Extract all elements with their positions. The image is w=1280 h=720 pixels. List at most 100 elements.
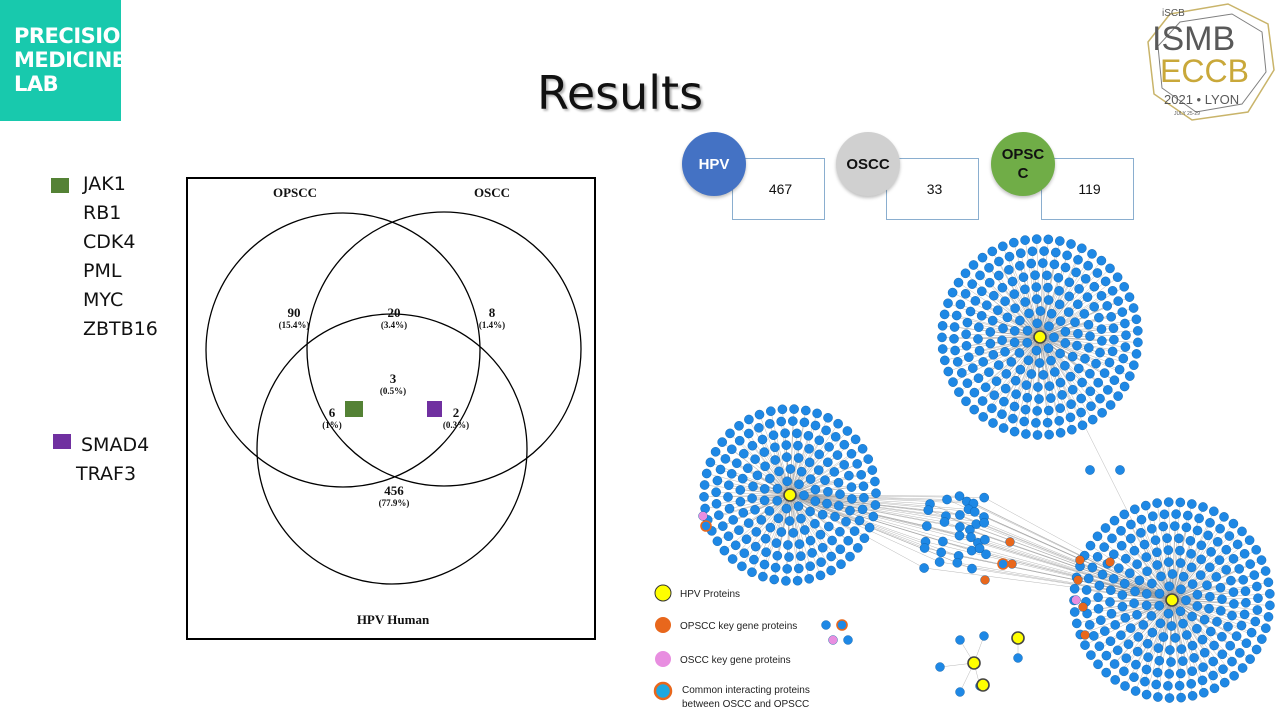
- oscc-key-protein: [1071, 595, 1081, 605]
- protein-node: [1055, 316, 1066, 326]
- protein-node: [796, 466, 807, 477]
- protein-node: [1216, 605, 1226, 616]
- protein-node: [1037, 258, 1048, 268]
- protein-node: [1217, 649, 1228, 660]
- protein-node: [943, 366, 954, 377]
- protein-node: [1132, 326, 1143, 336]
- protein-node: [1187, 690, 1198, 701]
- protein-node: [937, 321, 948, 331]
- protein-node: [846, 448, 857, 459]
- protein-node: [1085, 540, 1096, 551]
- legend-common-label-2: between OSCC and OPSCC: [682, 699, 809, 710]
- network-edge: [1126, 599, 1173, 659]
- protein-node: [1034, 394, 1044, 404]
- protein-node: [793, 440, 803, 451]
- protein-node: [981, 549, 991, 560]
- protein-node: [1165, 645, 1175, 655]
- protein-node: [1049, 332, 1059, 343]
- protein-node: [1046, 355, 1056, 366]
- protein-node: [989, 390, 1000, 400]
- protein-node: [807, 548, 817, 558]
- protein-node: [1054, 299, 1065, 310]
- protein-node: [965, 306, 976, 317]
- protein-node: [935, 662, 945, 672]
- protein-node: [812, 408, 822, 419]
- protein-node: [750, 504, 760, 515]
- protein-node: [1009, 337, 1020, 348]
- protein-node: [1114, 364, 1125, 375]
- protein-node: [942, 494, 952, 505]
- protein-node: [1205, 562, 1215, 573]
- protein-node: [822, 498, 832, 509]
- gene-label: TRAF3: [76, 463, 137, 485]
- protein-node: [1141, 552, 1152, 562]
- gene-label: JAK1: [83, 173, 126, 195]
- protein-node: [835, 544, 846, 555]
- protein-node: [710, 446, 721, 457]
- hpv-protein-node: [967, 656, 981, 670]
- protein-node: [723, 492, 733, 502]
- protein-node: [824, 442, 834, 452]
- protein-node: [1020, 235, 1030, 245]
- protein-node: [712, 536, 723, 547]
- protein-node: [1116, 630, 1126, 641]
- protein-node: [776, 416, 786, 427]
- protein-node: [804, 573, 814, 584]
- protein-node: [961, 396, 971, 407]
- protein-node: [1105, 636, 1116, 647]
- protein-node: [1130, 586, 1140, 597]
- protein-node: [1065, 371, 1076, 382]
- protein-node: [1060, 262, 1071, 273]
- protein-node: [1010, 303, 1020, 314]
- protein-node: [1170, 521, 1180, 531]
- protein-node: [991, 376, 1002, 386]
- protein-node: [1108, 549, 1119, 560]
- protein-node: [730, 540, 741, 551]
- protein-node: [1219, 677, 1230, 688]
- protein-node: [1152, 667, 1163, 678]
- protein-node: [781, 576, 791, 586]
- venn-region-pct: (15.4%): [279, 320, 310, 330]
- protein-node: [1116, 540, 1127, 551]
- oscc-key-protein: [828, 635, 838, 645]
- protein-node: [1158, 632, 1169, 642]
- protein-node: [988, 418, 998, 428]
- hpv-hub-node: [1165, 593, 1179, 607]
- protein-node: [1064, 277, 1075, 288]
- purple-legend-square: [53, 434, 71, 449]
- count-label-oscc: OSCC: [846, 155, 890, 173]
- protein-node: [962, 317, 973, 328]
- protein-node: [967, 563, 977, 574]
- protein-node: [1009, 289, 1020, 299]
- protein-node: [1031, 345, 1042, 356]
- protein-node: [1083, 319, 1094, 330]
- protein-node: [711, 487, 721, 498]
- protein-node: [1232, 539, 1243, 550]
- protein-node: [1046, 308, 1057, 319]
- protein-node: [1236, 620, 1247, 631]
- protein-node: [1099, 626, 1110, 636]
- hpv-hub-node: [783, 488, 797, 502]
- opscc-key-protein: [1005, 537, 1015, 547]
- protein-node: [743, 518, 754, 528]
- protein-node: [1074, 284, 1084, 294]
- protein-node: [1186, 678, 1197, 689]
- protein-node: [796, 513, 806, 524]
- protein-node: [773, 513, 784, 524]
- network-edge: [789, 494, 985, 518]
- protein-node: [712, 475, 723, 486]
- legend-opscc-label: OPSCC key gene proteins: [680, 621, 797, 632]
- protein-node: [993, 360, 1004, 370]
- protein-node: [1038, 370, 1049, 380]
- protein-node: [1031, 282, 1042, 292]
- protein-node: [842, 426, 853, 436]
- protein-node: [1088, 631, 1099, 641]
- legend-hpv-label: HPV Proteins: [680, 589, 740, 600]
- protein-node: [728, 515, 738, 525]
- protein-node: [1013, 653, 1023, 663]
- protein-node: [1045, 393, 1056, 403]
- protein-node: [1071, 618, 1082, 629]
- protein-node: [1212, 616, 1222, 627]
- protein-node: [1044, 381, 1055, 391]
- protein-node: [1015, 315, 1025, 326]
